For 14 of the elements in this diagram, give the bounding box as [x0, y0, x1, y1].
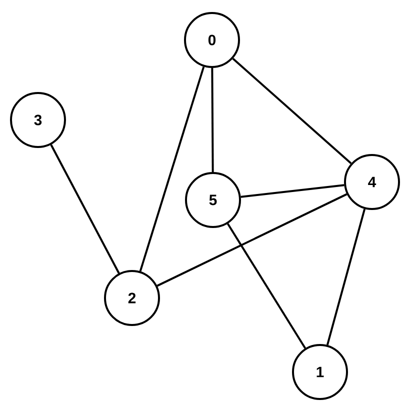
edge-line: [156, 193, 348, 287]
edge-line: [211, 68, 214, 172]
graph-node: 5: [185, 172, 241, 228]
edge-line: [326, 208, 366, 346]
graph-node: 2: [104, 270, 160, 326]
graph-node: 0: [184, 12, 240, 68]
graph-node: 4: [344, 154, 400, 210]
graph-node: 3: [10, 92, 66, 148]
edge-line: [240, 184, 344, 198]
edge-line: [226, 223, 306, 349]
graph-node: 1: [292, 344, 348, 400]
edge-line: [50, 144, 120, 274]
edge-line: [139, 66, 205, 272]
edge-line: [232, 58, 352, 164]
